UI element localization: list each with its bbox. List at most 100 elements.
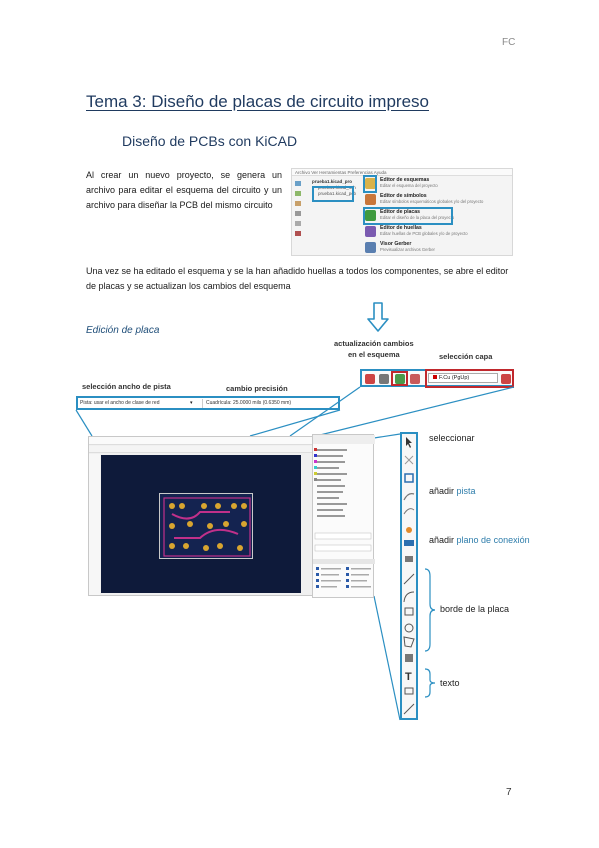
footprint-editor-item[interactable]: Editor de huellas Editar huellas de PCB … — [364, 225, 510, 239]
circle-icon — [404, 623, 414, 633]
select-icon — [406, 437, 412, 448]
pcb-layers-panel — [312, 434, 375, 598]
label-highlight: plano de conexión — [456, 535, 530, 545]
track-width-chevron-icon[interactable]: ▾ — [190, 400, 193, 406]
item-desc: Editar el diseño de la placa del proyect… — [380, 215, 455, 220]
kicad-launcher-screenshot: Archivo Ver Herramientas Preferencias Ay… — [291, 168, 513, 256]
pcb-editor-screenshot — [88, 436, 316, 596]
arc-icon — [403, 591, 415, 603]
select-label: seleccionar — [429, 433, 475, 443]
text-brace — [424, 668, 436, 698]
drc-icon[interactable] — [365, 374, 375, 384]
tree-highlight — [312, 186, 354, 202]
zone-icon — [404, 540, 414, 546]
layer-label: selección capa — [439, 352, 493, 361]
page-subtitle: Diseño de PCBs con KiCAD — [122, 133, 298, 149]
page-title: Tema 3: Diseño de placas de circuito imp… — [86, 92, 429, 111]
refresh-icon — [295, 221, 301, 226]
layer-select[interactable]: F.Cu (PgUp) — [428, 373, 498, 383]
workflow-paragraph: Una vez se ha editado el esquema y se la… — [86, 266, 509, 291]
settings-icon — [295, 211, 301, 216]
folder-icon — [295, 181, 301, 186]
label-highlight: pista — [456, 486, 476, 496]
item-desc: Previsualizar archivos Gerber — [380, 247, 435, 252]
schematic-editor-item[interactable]: Editor de esquemas Editar el esquema del… — [364, 177, 510, 191]
schematic-highlight — [363, 175, 377, 193]
textbox-icon — [404, 687, 414, 695]
item-desc: Editar el esquema del proyecto — [380, 183, 438, 188]
section-title: Edición de placa — [86, 325, 160, 336]
symbol-editor-icon — [365, 194, 376, 205]
right-toolbar-icons: T — [403, 437, 415, 715]
symbol-editor-item[interactable]: Editor de símbolos Editar símbolos esque… — [364, 193, 510, 207]
text-icon: T — [405, 671, 412, 683]
rule-area-icon — [405, 556, 413, 562]
track-width-label: selección ancho de pista — [82, 382, 171, 391]
item-title: Editor de huellas — [380, 225, 422, 231]
board-edge-brace — [424, 568, 436, 652]
grid-label: cambio precisión — [226, 384, 288, 393]
dimension-icon — [403, 703, 415, 715]
launcher-menubar: Archivo Ver Herramientas Preferencias Ay… — [292, 169, 512, 176]
item-title: Editor de placas — [380, 209, 421, 215]
footprint-editor-icon — [365, 226, 376, 237]
layer-pair-icon[interactable] — [501, 374, 511, 384]
open-icon — [295, 201, 301, 206]
item-title: Editor de símbolos — [380, 193, 427, 199]
item-desc: Editar símbolos esquemáticos globales y/… — [380, 199, 484, 204]
pcb-board — [159, 493, 253, 559]
update-label-line2: en el esquema — [348, 350, 400, 359]
update-highlight — [391, 371, 408, 386]
add-zone-label: añadir plano de conexión — [429, 535, 530, 545]
tree-item-pcb[interactable]: prueba1.kicad_pcb — [318, 191, 357, 196]
schematic-editor-icon — [365, 178, 376, 189]
label-text: añadir — [429, 535, 457, 545]
add-track-label: añadir pista — [429, 486, 476, 496]
route-track-icon — [403, 493, 415, 501]
via-icon — [406, 527, 412, 533]
item-title: Visor Gerber — [380, 241, 412, 247]
board-edge-label: borde de la placa — [440, 604, 510, 614]
new-icon — [295, 191, 301, 196]
ratsnest-icon — [404, 455, 414, 465]
gerber-viewer-item[interactable]: Visor Gerber Previsualizar archivos Gerb… — [364, 241, 510, 255]
header-initials: FC — [502, 37, 516, 48]
update-label: actualización cambios — [334, 339, 414, 348]
down-arrow-icon — [367, 302, 389, 332]
text-label: texto — [440, 678, 460, 688]
layers-list — [313, 435, 375, 588]
update-pcb-icon[interactable] — [395, 374, 405, 384]
plugin-icon — [295, 231, 301, 236]
pcb-top-toolbar: F.Cu (PgUp) — [360, 369, 514, 388]
pcb-editor-highlight — [363, 207, 453, 225]
grid-select[interactable]: Cuadrícula: 25.0000 mils (0.6350 mm) — [202, 399, 334, 408]
label-text: añadir — [429, 486, 457, 496]
pcb-left-toolbar — [89, 454, 100, 595]
diff-pair-icon — [403, 508, 415, 515]
layer-highlight — [425, 369, 514, 388]
netlist-icon[interactable] — [379, 374, 389, 384]
pcb-dropdown-row — [89, 446, 315, 453]
pcb-editor-item[interactable]: Editor de placas Editar el diseño de la … — [364, 209, 510, 223]
tree-item-project[interactable]: prueba1.kicad_pro — [312, 179, 353, 184]
polygon-icon — [403, 636, 415, 648]
pcb-editor-icon — [365, 210, 376, 221]
pcb-canvas[interactable] — [101, 455, 301, 593]
pcb-toolbar — [89, 437, 315, 445]
track-width-select[interactable]: Pista: usar el ancho de clase de red — [80, 400, 160, 406]
image-icon — [405, 654, 413, 662]
layer-color-swatch — [433, 375, 437, 379]
line-icon — [403, 573, 415, 585]
scripting-icon[interactable] — [410, 374, 420, 384]
pcb-dropdown-toolbar: Pista: usar el ancho de clase de red ▾ C… — [76, 396, 340, 410]
item-title: Editor de esquemas — [380, 177, 430, 183]
item-desc: Editar huellas de PCB globales y/o de pr… — [380, 231, 468, 236]
page-number: 7 — [506, 787, 512, 798]
intro-paragraph: Al crear un nuevo proyecto, se genera un… — [86, 170, 282, 210]
board-traces — [163, 497, 251, 557]
layer-select-value: F.Cu (PgUp) — [439, 375, 470, 381]
pcb-right-toolbar: T — [400, 432, 418, 720]
footprint-icon — [404, 473, 414, 483]
rectangle-icon — [404, 607, 414, 616]
